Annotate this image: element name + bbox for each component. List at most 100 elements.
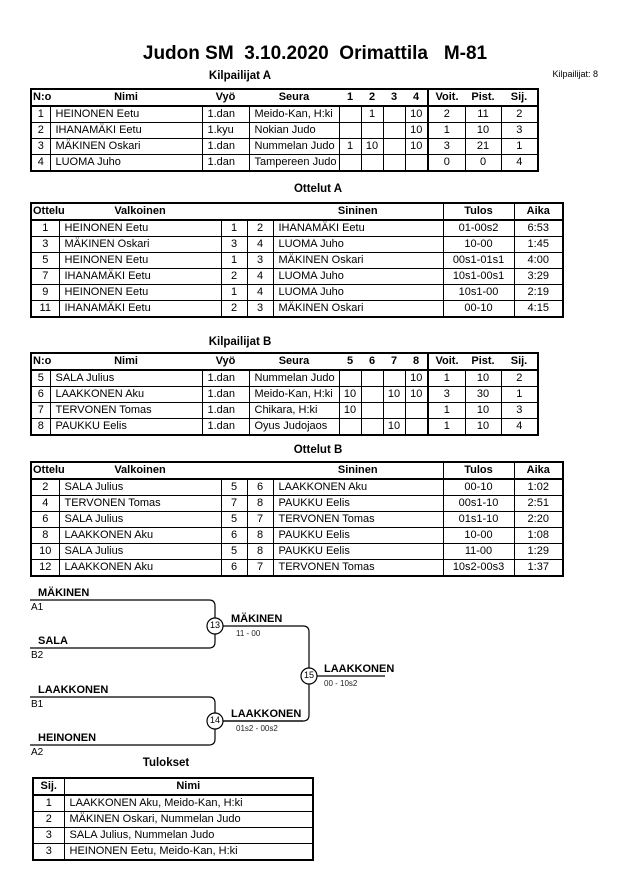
- round-result: 1: [338, 138, 362, 155]
- pool-a-title: Kilpailijat A: [208, 70, 272, 82]
- result-place: 1: [32, 794, 65, 812]
- match-number: 10: [30, 543, 60, 560]
- col-header-time: Aika: [513, 462, 563, 480]
- blue-number: 7: [246, 511, 274, 528]
- match-number: 7: [30, 268, 60, 285]
- match-row: 7 IHANAMÄKI Eetu 2 4 LUOMA Juho 10s1-00s…: [30, 268, 564, 285]
- round-result: [338, 154, 362, 172]
- match-time: 1:45: [513, 236, 564, 253]
- blue-number: 8: [246, 527, 274, 544]
- competitor-number: 2: [30, 122, 51, 139]
- round-result: [404, 154, 429, 172]
- points-value: 30: [464, 386, 502, 403]
- points-value: 10: [464, 369, 502, 387]
- blue-number: 6: [246, 478, 274, 496]
- competitor-belt: 1.dan: [201, 105, 250, 123]
- white-player: SALA Julius: [58, 543, 222, 560]
- result-name: LAAKKONEN Aku, Meido-Kan, H:ki: [63, 794, 314, 812]
- col-header-time: Aika: [513, 203, 563, 221]
- competitor-belt: 1.dan: [201, 386, 250, 403]
- match-time: 2:20: [513, 511, 564, 528]
- match-row: 11 IHANAMÄKI Eetu 2 3 MÄKINEN Oskari 00-…: [30, 300, 564, 318]
- competitor-number: 8: [30, 418, 51, 436]
- white-player: SALA Julius: [58, 511, 222, 528]
- round-result: 10: [404, 122, 429, 139]
- blue-player: LUOMA Juho: [272, 268, 444, 285]
- match-result: 01s1-10: [442, 511, 515, 528]
- competitor-name: SALA Julius: [49, 369, 203, 387]
- points-value: 10: [464, 122, 502, 139]
- col-header-name: Nimi: [63, 778, 313, 796]
- blue-number: 3: [246, 252, 274, 269]
- wins-value: 2: [427, 105, 466, 123]
- col-header-wins: Voit.: [427, 89, 465, 107]
- col-header-club: Seura: [249, 89, 339, 107]
- matches-b-title: Ottelut B: [293, 444, 343, 456]
- bracket-seed-code: B1: [31, 699, 44, 710]
- competitor-row: 2 IHANAMÄKI Eetu 1.kyu Nokian Judo 10 1 …: [30, 122, 539, 139]
- match-number: 5: [30, 252, 60, 269]
- round-result: [404, 402, 429, 419]
- matches-b-header-row: Ottelu Valkoinen Sininen Tulos Aika: [31, 462, 563, 480]
- col-header-round: 5: [339, 353, 361, 371]
- blue-number: 8: [246, 495, 274, 512]
- col-header-blue: Sininen: [273, 462, 443, 480]
- match-time: 1:08: [513, 527, 564, 544]
- competitor-club: Nokian Judo: [248, 122, 340, 139]
- bracket-seed-name: LAAKKONEN: [38, 684, 109, 696]
- white-player: HEINONEN Eetu: [58, 284, 222, 301]
- competitor-name: LUOMA Juho: [49, 154, 203, 172]
- result-name: SALA Julius, Nummelan Judo: [63, 827, 314, 844]
- white-player: LAAKKONEN Aku: [58, 559, 222, 577]
- points-value: 11: [464, 105, 502, 123]
- place-value: 3: [500, 122, 539, 139]
- match-number: 12: [30, 559, 60, 577]
- blue-player: IHANAMÄKI Eetu: [272, 219, 444, 237]
- blue-player: PAUKKU Eelis: [272, 527, 444, 544]
- match-result: 10-00: [442, 527, 515, 544]
- competitor-belt: 1.dan: [201, 402, 250, 419]
- match-row: 2 SALA Julius 5 6 LAAKKONEN Aku 00-10 1:…: [30, 478, 564, 496]
- results-header-row: Sij. Nimi: [33, 778, 313, 796]
- col-header-spacer: [247, 203, 273, 221]
- wins-value: 1: [427, 369, 466, 387]
- competitor-row: 8 PAUKKU Eelis 1.dan Oyus Judojaos 10 1 …: [30, 418, 539, 436]
- bracket-seed-name: HEINONEN: [38, 732, 97, 744]
- competitor-number: 4: [30, 154, 51, 172]
- result-row: 3 SALA Julius, Nummelan Judo: [32, 827, 314, 844]
- competitor-club: Oyus Judojaos: [248, 418, 340, 436]
- place-value: 1: [500, 138, 539, 155]
- wins-value: 3: [427, 386, 466, 403]
- result-row: 3 HEINONEN Eetu, Meido-Kan, H:ki: [32, 843, 314, 861]
- competitor-club: Nummelan Judo: [248, 369, 340, 387]
- col-header-no: N:o: [31, 353, 51, 371]
- competitor-belt: 1.dan: [201, 369, 250, 387]
- match-time: 2:19: [513, 284, 564, 301]
- match-result: 00-10: [442, 300, 515, 318]
- blue-number: 3: [246, 300, 274, 318]
- white-player: SALA Julius: [58, 478, 222, 496]
- bracket-match-score: 01s2 - 00s2: [236, 724, 278, 733]
- match-row: 3 MÄKINEN Oskari 3 4 LUOMA Juho 10-00 1:…: [30, 236, 564, 253]
- match-result: 00-10: [442, 478, 515, 496]
- place-value: 4: [500, 154, 539, 172]
- match-row: 9 HEINONEN Eetu 1 4 LUOMA Juho 10s1-00 2…: [30, 284, 564, 301]
- matches-a-header-row: Ottelu Valkoinen Sininen Tulos Aika: [31, 203, 563, 221]
- bracket-line-sf1-bottom: [30, 634, 216, 649]
- pool-a-table: N:o Nimi Vyö Seura 1 2 3 4 Voit. Pist. S…: [30, 88, 539, 172]
- match-number: 6: [30, 511, 60, 528]
- round-result: 10: [360, 138, 384, 155]
- round-result: 10: [382, 386, 406, 403]
- match-number: 2: [30, 478, 60, 496]
- match-row: 10 SALA Julius 5 8 PAUKKU Eelis 11-00 1:…: [30, 543, 564, 560]
- competitor-number: 3: [30, 138, 51, 155]
- result-place: 3: [32, 843, 65, 861]
- col-header-name: Nimi: [50, 353, 202, 371]
- white-number: 2: [220, 268, 248, 285]
- matches-b-table: Ottelu Valkoinen Sininen Tulos Aika 2 SA…: [30, 461, 564, 577]
- result-row: 2 MÄKINEN Oskari, Nummelan Judo: [32, 811, 314, 828]
- col-header-white: Valkoinen: [59, 462, 221, 480]
- match-number: 9: [30, 284, 60, 301]
- place-value: 1: [500, 386, 539, 403]
- match-time: 2:51: [513, 495, 564, 512]
